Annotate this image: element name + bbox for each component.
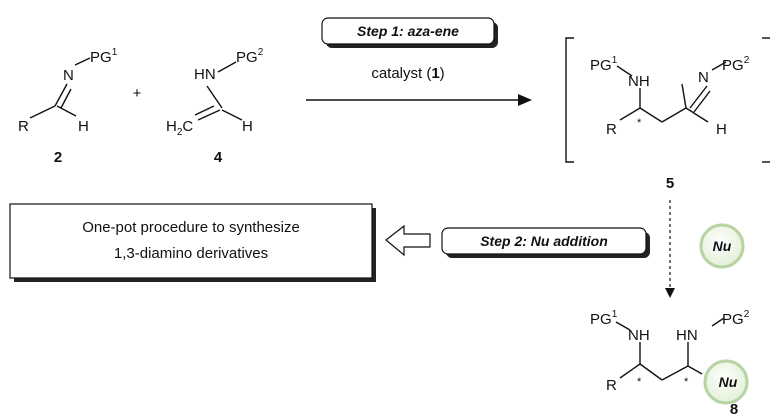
compound-4-structure: HN PG2 H2C H xyxy=(166,47,264,138)
intermediate-5-stereocenter: * xyxy=(637,117,642,129)
product-nu-label: Nu xyxy=(719,374,738,390)
intermediate-5-nh: NH xyxy=(628,73,650,90)
product-8-stereocenter-1: * xyxy=(637,376,642,388)
compound-2-pg: PG1 xyxy=(90,47,118,66)
reaction-arrow xyxy=(306,94,532,106)
compound-4-pg: PG2 xyxy=(236,47,264,66)
intermediate-5-pg2: PG2 xyxy=(722,55,750,74)
product-8-stereocenter-2: * xyxy=(684,376,689,388)
intermediate-5-h: H xyxy=(716,121,727,138)
summary-line-1: One-pot procedure to synthesize xyxy=(82,219,300,236)
product-8-pg2: PG2 xyxy=(722,309,750,328)
plus-sign: + xyxy=(133,85,142,102)
product-8-hn: HN xyxy=(676,327,698,344)
dashed-down-arrow xyxy=(665,200,675,298)
nu-label: Nu xyxy=(713,238,732,254)
summary-box: One-pot procedure to synthesize 1,3-diam… xyxy=(9,203,376,282)
intermediate-5-n: N xyxy=(698,69,709,86)
intermediate-5-pg1: PG1 xyxy=(590,55,618,74)
hollow-left-arrow xyxy=(385,224,431,257)
compound-4-hn: HN xyxy=(194,66,216,83)
product-8-structure: Nu PG1 NH HN PG2 R * * xyxy=(590,309,750,405)
step2-label-box: Step 2: Nu addition xyxy=(441,227,650,258)
compound-2-h: H xyxy=(78,118,89,135)
product-8-pg1: PG1 xyxy=(590,309,618,328)
product-8-r: R xyxy=(606,377,617,394)
intermediate-5-r: R xyxy=(606,121,617,138)
step2-label: Step 2: Nu addition xyxy=(480,233,608,249)
catalyst-label: catalyst (1) xyxy=(371,65,444,82)
intermediate-5-structure: PG1 NH N PG2 R * H xyxy=(590,55,750,138)
compound-2-number: 2 xyxy=(54,149,62,166)
compound-4-h: H xyxy=(242,118,253,135)
product-8-nh: NH xyxy=(628,327,650,344)
compound-4-h2c: H2C xyxy=(166,118,193,138)
intermediate-5-number: 5 xyxy=(666,175,674,192)
compound-2-structure: R N PG1 H xyxy=(18,47,118,135)
summary-line-2: 1,3-diamino derivatives xyxy=(114,245,268,262)
product-8-number: 8 xyxy=(730,401,738,414)
intermediate-brackets xyxy=(565,37,770,163)
compound-2-r: R xyxy=(18,118,29,135)
compound-2-n: N xyxy=(63,67,74,84)
step1-label: Step 1: aza-ene xyxy=(357,23,459,39)
nu-nucleophile-ball: Nu xyxy=(699,223,745,269)
product-nu-ball xyxy=(703,359,749,405)
step1-label-box: Step 1: aza-ene xyxy=(321,17,498,48)
compound-4-number: 4 xyxy=(214,149,223,166)
